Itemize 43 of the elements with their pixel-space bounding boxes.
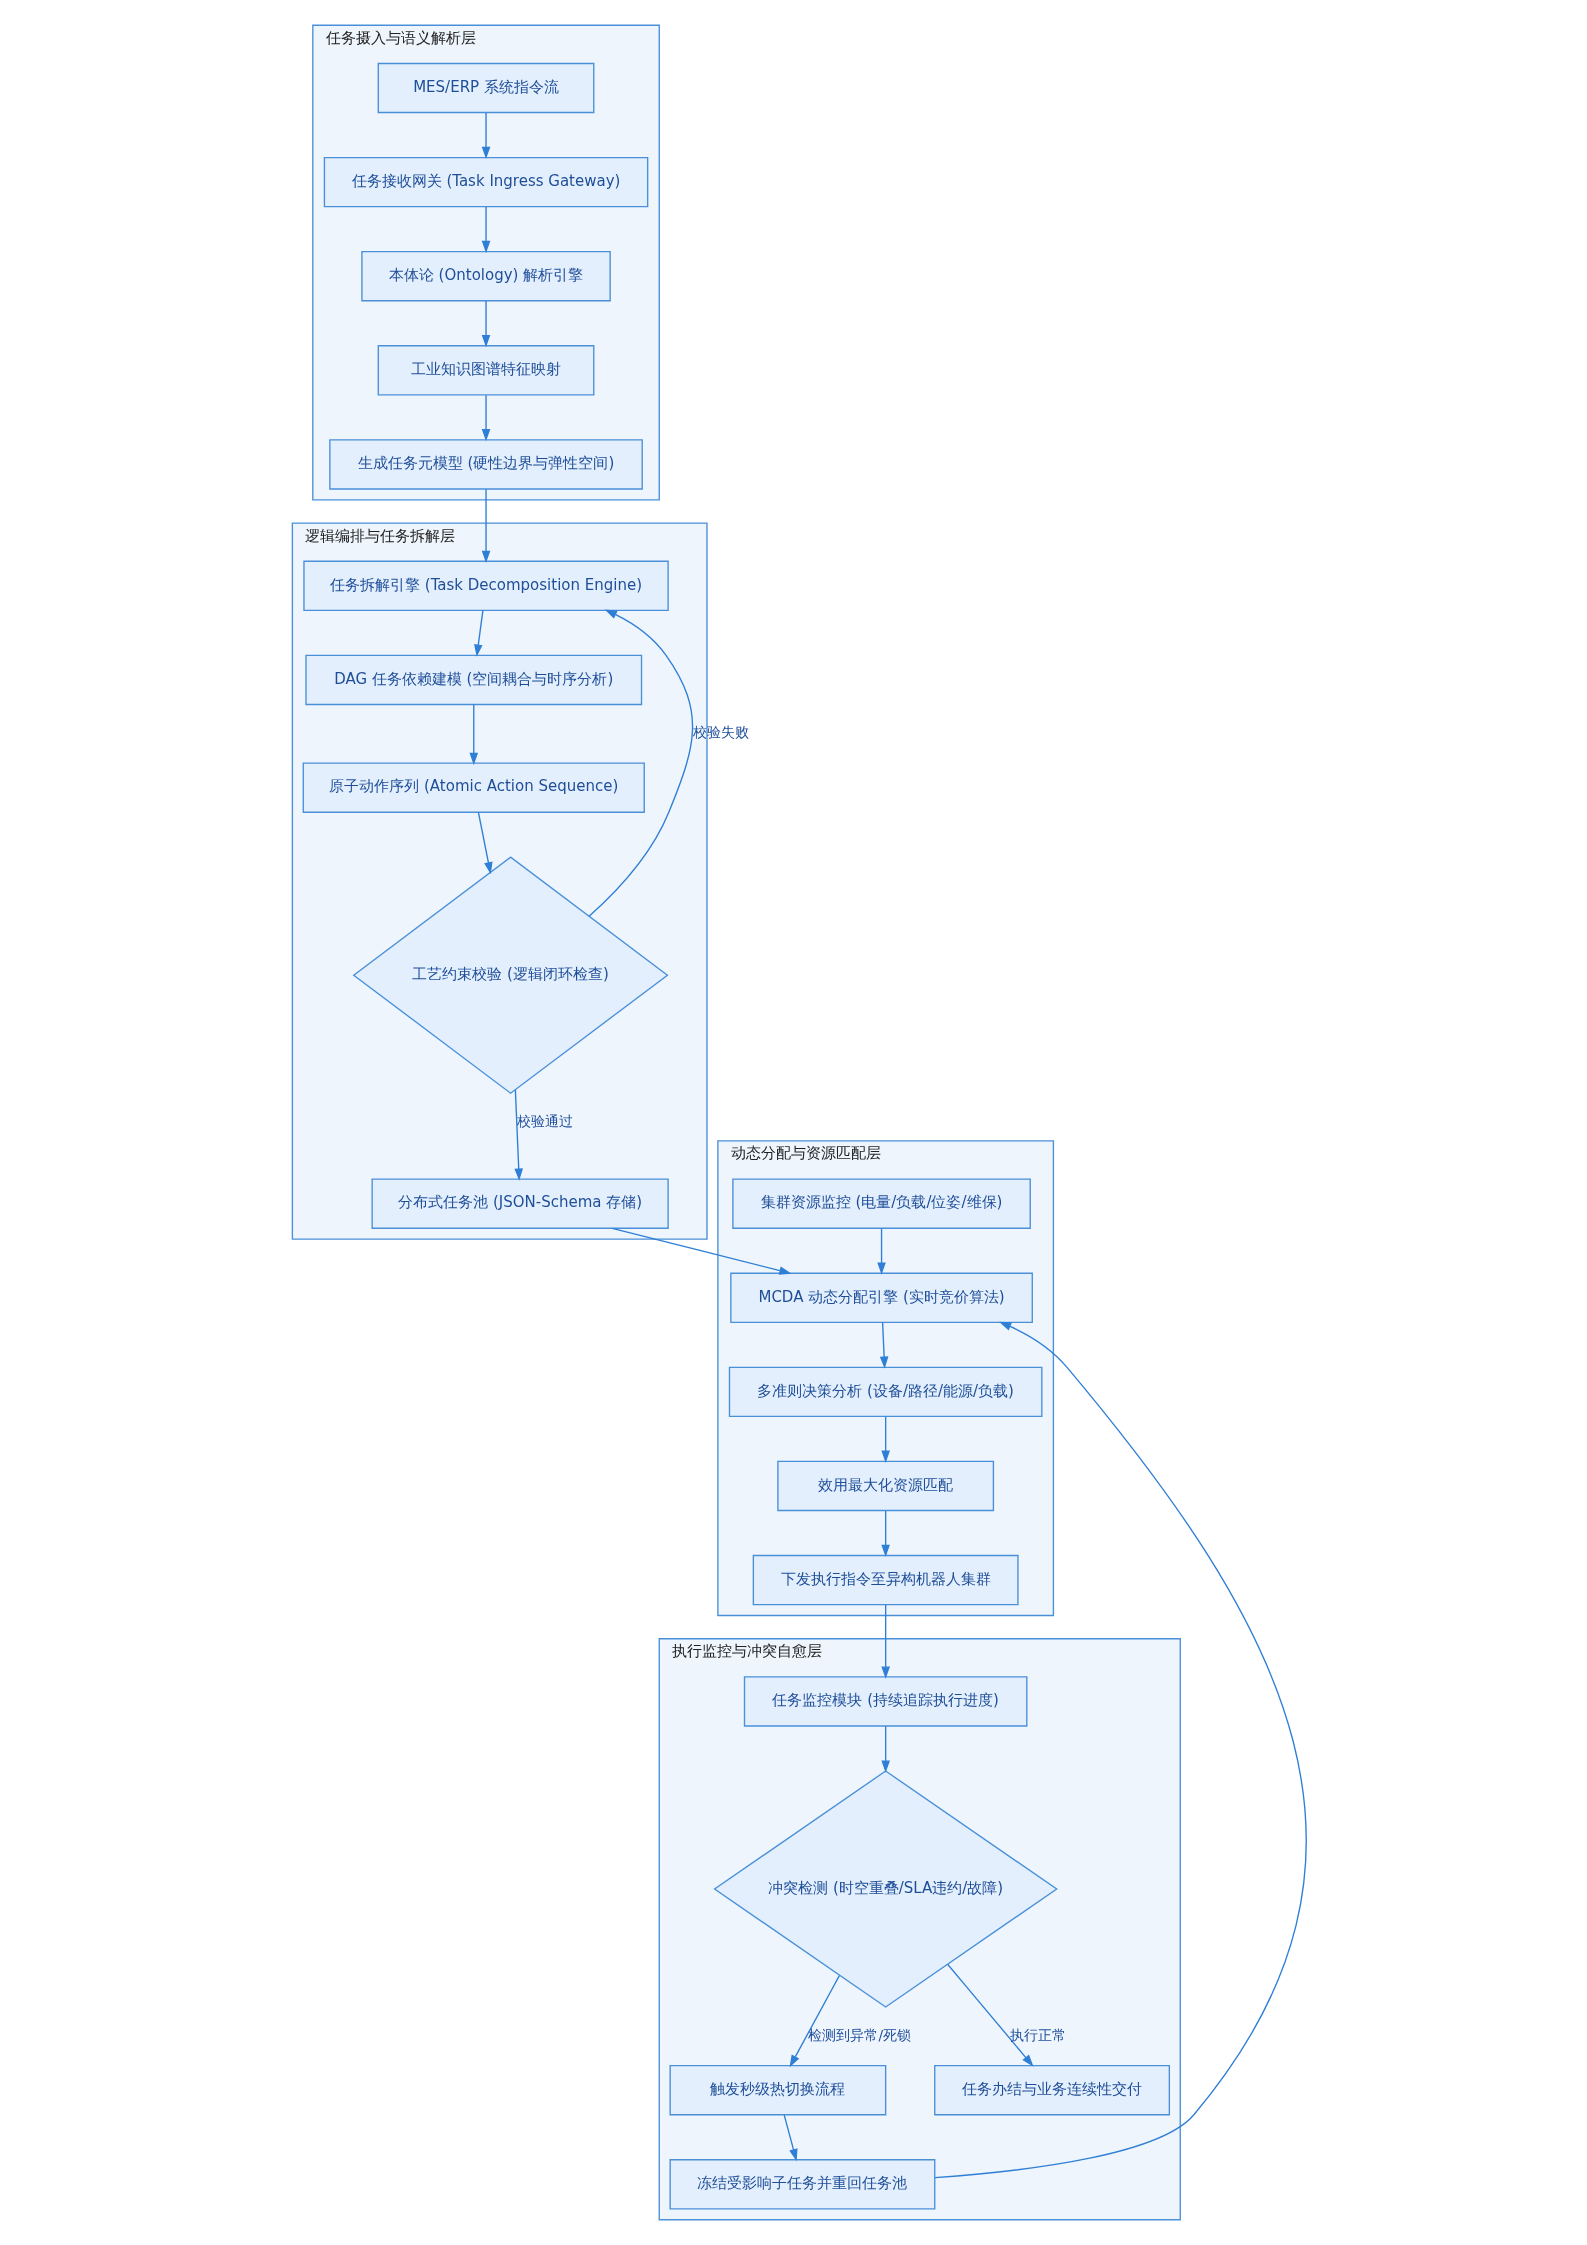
arrow <box>783 2114 798 2162</box>
node-box: MES/ERP 系统指令流 <box>377 62 594 114</box>
node-diamond: 工艺约束校验 (逻辑闭环检查) <box>352 856 669 1095</box>
arrow <box>513 1089 523 1181</box>
node-box: 冻结受影响子任务并重回任务池 <box>669 2159 935 2210</box>
arrow <box>880 1604 890 1679</box>
arrow <box>481 488 490 564</box>
arrow <box>473 610 484 657</box>
node-box: 集群资源监控 (电量/负载/位姿/维保) <box>731 1178 1031 1229</box>
arrow <box>880 1510 890 1557</box>
arrow <box>611 1227 792 1275</box>
node-box: 任务拆解引擎 (Task Decomposition Engine) <box>302 560 669 612</box>
arrow <box>481 300 490 348</box>
node-box: 任务监控模块 (持续追踪执行进度) <box>743 1676 1027 1727</box>
node-box: 原子动作序列 (Atomic Action Sequence) <box>302 762 645 813</box>
edge-label: 校验通过 <box>516 1112 573 1129</box>
node-box: 本体论 (Ontology) 解析引擎 <box>360 251 611 302</box>
arrow <box>587 609 693 917</box>
arrow <box>879 1321 888 1369</box>
node-box: DAG 任务依赖建模 (空间耦合与时序分析) <box>304 654 642 706</box>
node-box: 触发秒级热切换流程 <box>669 2064 886 2116</box>
node-box: 任务办结与业务连续性交付 <box>933 2064 1170 2116</box>
arrow <box>481 394 490 442</box>
arrow <box>880 1416 890 1463</box>
arrow <box>880 1725 890 1773</box>
node-box: 生成任务元模型 (硬性边界与弹性空间) <box>328 439 643 490</box>
node-diamond: 冲突检测 (时空重叠/SLA违约/故障) <box>712 1770 1058 2008</box>
arrow <box>481 112 490 160</box>
node-box: 分布式任务池 (JSON-Schema 存储) <box>370 1178 669 1229</box>
node-box: 工业知识图谱特征映射 <box>377 345 594 396</box>
node-box: MCDA 动态分配引擎 (实时竞价算法) <box>729 1272 1033 1323</box>
node-box: 多准则决策分析 (设备/路径/能源/负载) <box>728 1366 1042 1418</box>
arrow <box>789 1975 840 2068</box>
edge-label: 检测到异常/死锁 <box>807 2026 911 2043</box>
arrow <box>468 703 478 766</box>
node-box: 下发执行指令至异构机器人集群 <box>752 1554 1019 1606</box>
arrow <box>477 811 493 875</box>
arrow <box>481 206 490 254</box>
node-box: 任务接收网关 (Task Ingress Gateway) <box>323 156 648 208</box>
node-box: 效用最大化资源匹配 <box>776 1460 994 1512</box>
arrow <box>946 1963 1034 2067</box>
edge-label: 执行正常 <box>1009 2026 1066 2043</box>
arrow <box>876 1227 886 1275</box>
